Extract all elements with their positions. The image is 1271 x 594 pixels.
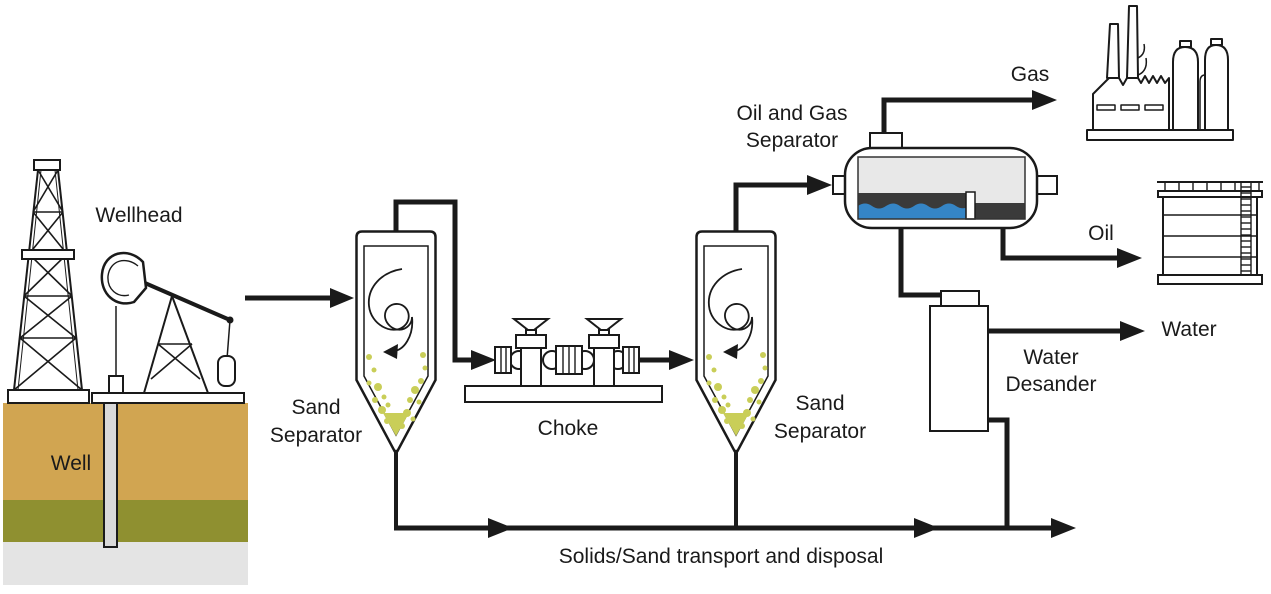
solids-transport-label: Solids/Sand transport and disposal (558, 545, 884, 568)
vessel-to-desander-line (898, 226, 940, 298)
oil-outlet-line (1000, 226, 1118, 261)
wellhead-label: Wellhead (95, 204, 183, 227)
arrowhead-solids-end (1051, 518, 1076, 538)
choke-label: Choke (537, 417, 599, 440)
gas-outlet-line (881, 97, 1033, 132)
cyclone-separator-icon (695, 230, 777, 453)
tank-ladder (1240, 182, 1252, 275)
sand-cone-fill (383, 413, 409, 436)
ground-subsoil-layer (3, 542, 248, 585)
well-label: Well (50, 452, 92, 475)
water-desander-label: Water Desander (1005, 346, 1097, 396)
choke-valve-icon (464, 318, 663, 403)
arrowhead-into-separator1 (330, 288, 354, 308)
oil-layer-right (975, 203, 1025, 219)
sand-separator-2-label: Sand Separator (773, 392, 867, 443)
refinery-icon (1086, 5, 1234, 141)
arrowhead-gas (1032, 90, 1057, 110)
storage-tank-icon (1157, 181, 1263, 285)
oil-label: Oil (1088, 222, 1114, 245)
separator1-to-choke-line (393, 199, 472, 363)
sand-cone-fill (723, 413, 749, 436)
water-layer (858, 203, 968, 219)
desander-vessel-icon (929, 305, 989, 432)
water-label: Water (1161, 318, 1217, 341)
arrowhead-solids-1 (488, 518, 513, 538)
sand-particles (366, 352, 428, 429)
weir-plate (965, 191, 976, 220)
separator2-to-vessel-line (733, 182, 808, 234)
arrowhead-into-vessel (807, 175, 832, 195)
cyclone-separator-icon (355, 230, 437, 453)
horizontal-separator-icon (832, 132, 1058, 230)
oil-gas-separator-label: Oil and Gas Separator (736, 102, 848, 152)
arrowhead-water (1120, 321, 1145, 341)
desander-solids-line (985, 417, 1010, 526)
derrick-icon (7, 159, 90, 404)
pumpjack-icon (91, 251, 245, 404)
sand-separator-1-label: Sand Separator (269, 396, 363, 447)
arrowhead-into-choke (471, 350, 496, 370)
swirl-arrow-icon (708, 268, 754, 352)
outlet-nozzle (1034, 175, 1058, 195)
sand-particles (706, 352, 768, 429)
arrowhead-oil (1117, 248, 1142, 268)
swirl-arrowhead (723, 344, 738, 359)
ground-topsoil-layer (3, 403, 248, 500)
well-bore-pipe (103, 402, 118, 548)
swirl-arrowhead (383, 344, 398, 359)
arrowhead-solids-2 (914, 518, 939, 538)
swirl-arrow-icon (368, 268, 414, 352)
arrowhead-into-separator2 (669, 350, 694, 370)
gas-label: Gas (1010, 63, 1050, 86)
ground-reservoir-layer (3, 500, 248, 542)
